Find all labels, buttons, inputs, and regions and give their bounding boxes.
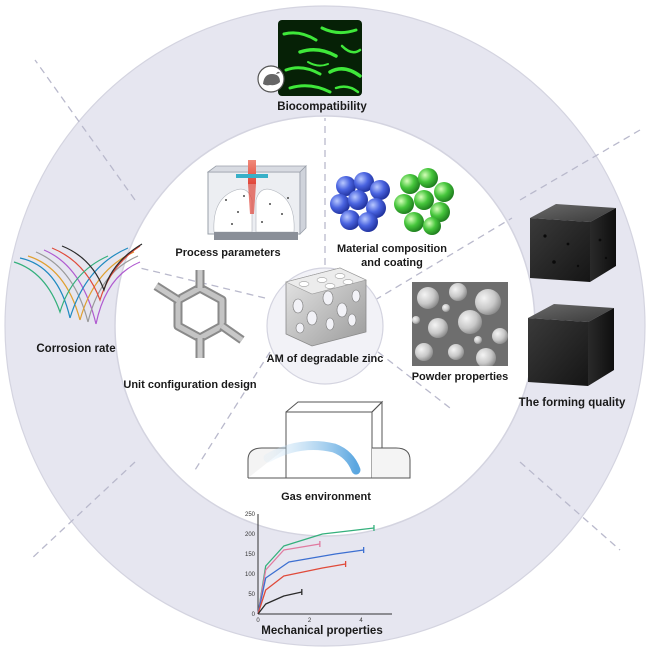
- biocompatibility-image: [257, 20, 362, 96]
- lattice-scaffold-image: [285, 267, 367, 347]
- mouse-icon: [263, 71, 280, 86]
- chart-series-line: [257, 591, 302, 615]
- chart-series-line: [257, 563, 346, 615]
- gas-environment-label: Gas environment: [281, 491, 371, 503]
- corrosion-rate-label: Corrosion rate: [36, 343, 115, 355]
- chart-y-tick-label: 150: [245, 552, 256, 558]
- biocompatibility-label: Biocompatibility: [277, 101, 367, 113]
- chart-series-line: [257, 549, 364, 615]
- coating-label: and coating: [361, 257, 423, 269]
- chart-x-tick-label: 4: [359, 618, 363, 624]
- chart-x-tick-label: 0: [256, 618, 260, 624]
- chart-y-tick-label: 250: [245, 512, 256, 518]
- corrosion-curves-image: [13, 243, 143, 325]
- chart-y-tick-label: 0: [252, 612, 256, 618]
- material-spheres-image: [330, 168, 454, 235]
- outer-dividers: [29, 59, 641, 561]
- chart-series-line: [257, 543, 320, 615]
- chart-y-tick-label: 200: [245, 532, 256, 538]
- forming-quality-label: The forming quality: [519, 397, 626, 409]
- process-parameters-label: Process parameters: [175, 247, 280, 259]
- powder-sem-image: [412, 282, 508, 366]
- powder-properties-label: Powder properties: [412, 371, 509, 383]
- chart-y-tick-label: 100: [245, 572, 256, 578]
- gas-environment-image: [247, 400, 411, 479]
- forming-quality-cube-porous: [530, 204, 616, 282]
- mechanical-properties-label: Mechanical properties: [261, 625, 382, 637]
- process-chamber-image: [206, 160, 307, 240]
- forming-quality-cube-dense: [528, 304, 614, 386]
- unit-configuration-image: [153, 270, 245, 358]
- chart-y-tick-label: 50: [248, 592, 255, 598]
- mechanical-properties-chart: 0 50 100 150 200 250 0 2 4: [245, 512, 392, 624]
- center-label: AM of degradable zinc: [267, 353, 384, 365]
- unit-configuration-label: Unit configuration design: [123, 379, 256, 391]
- material-composition-label: Material composition: [337, 243, 447, 255]
- chart-x-tick-label: 2: [308, 618, 312, 624]
